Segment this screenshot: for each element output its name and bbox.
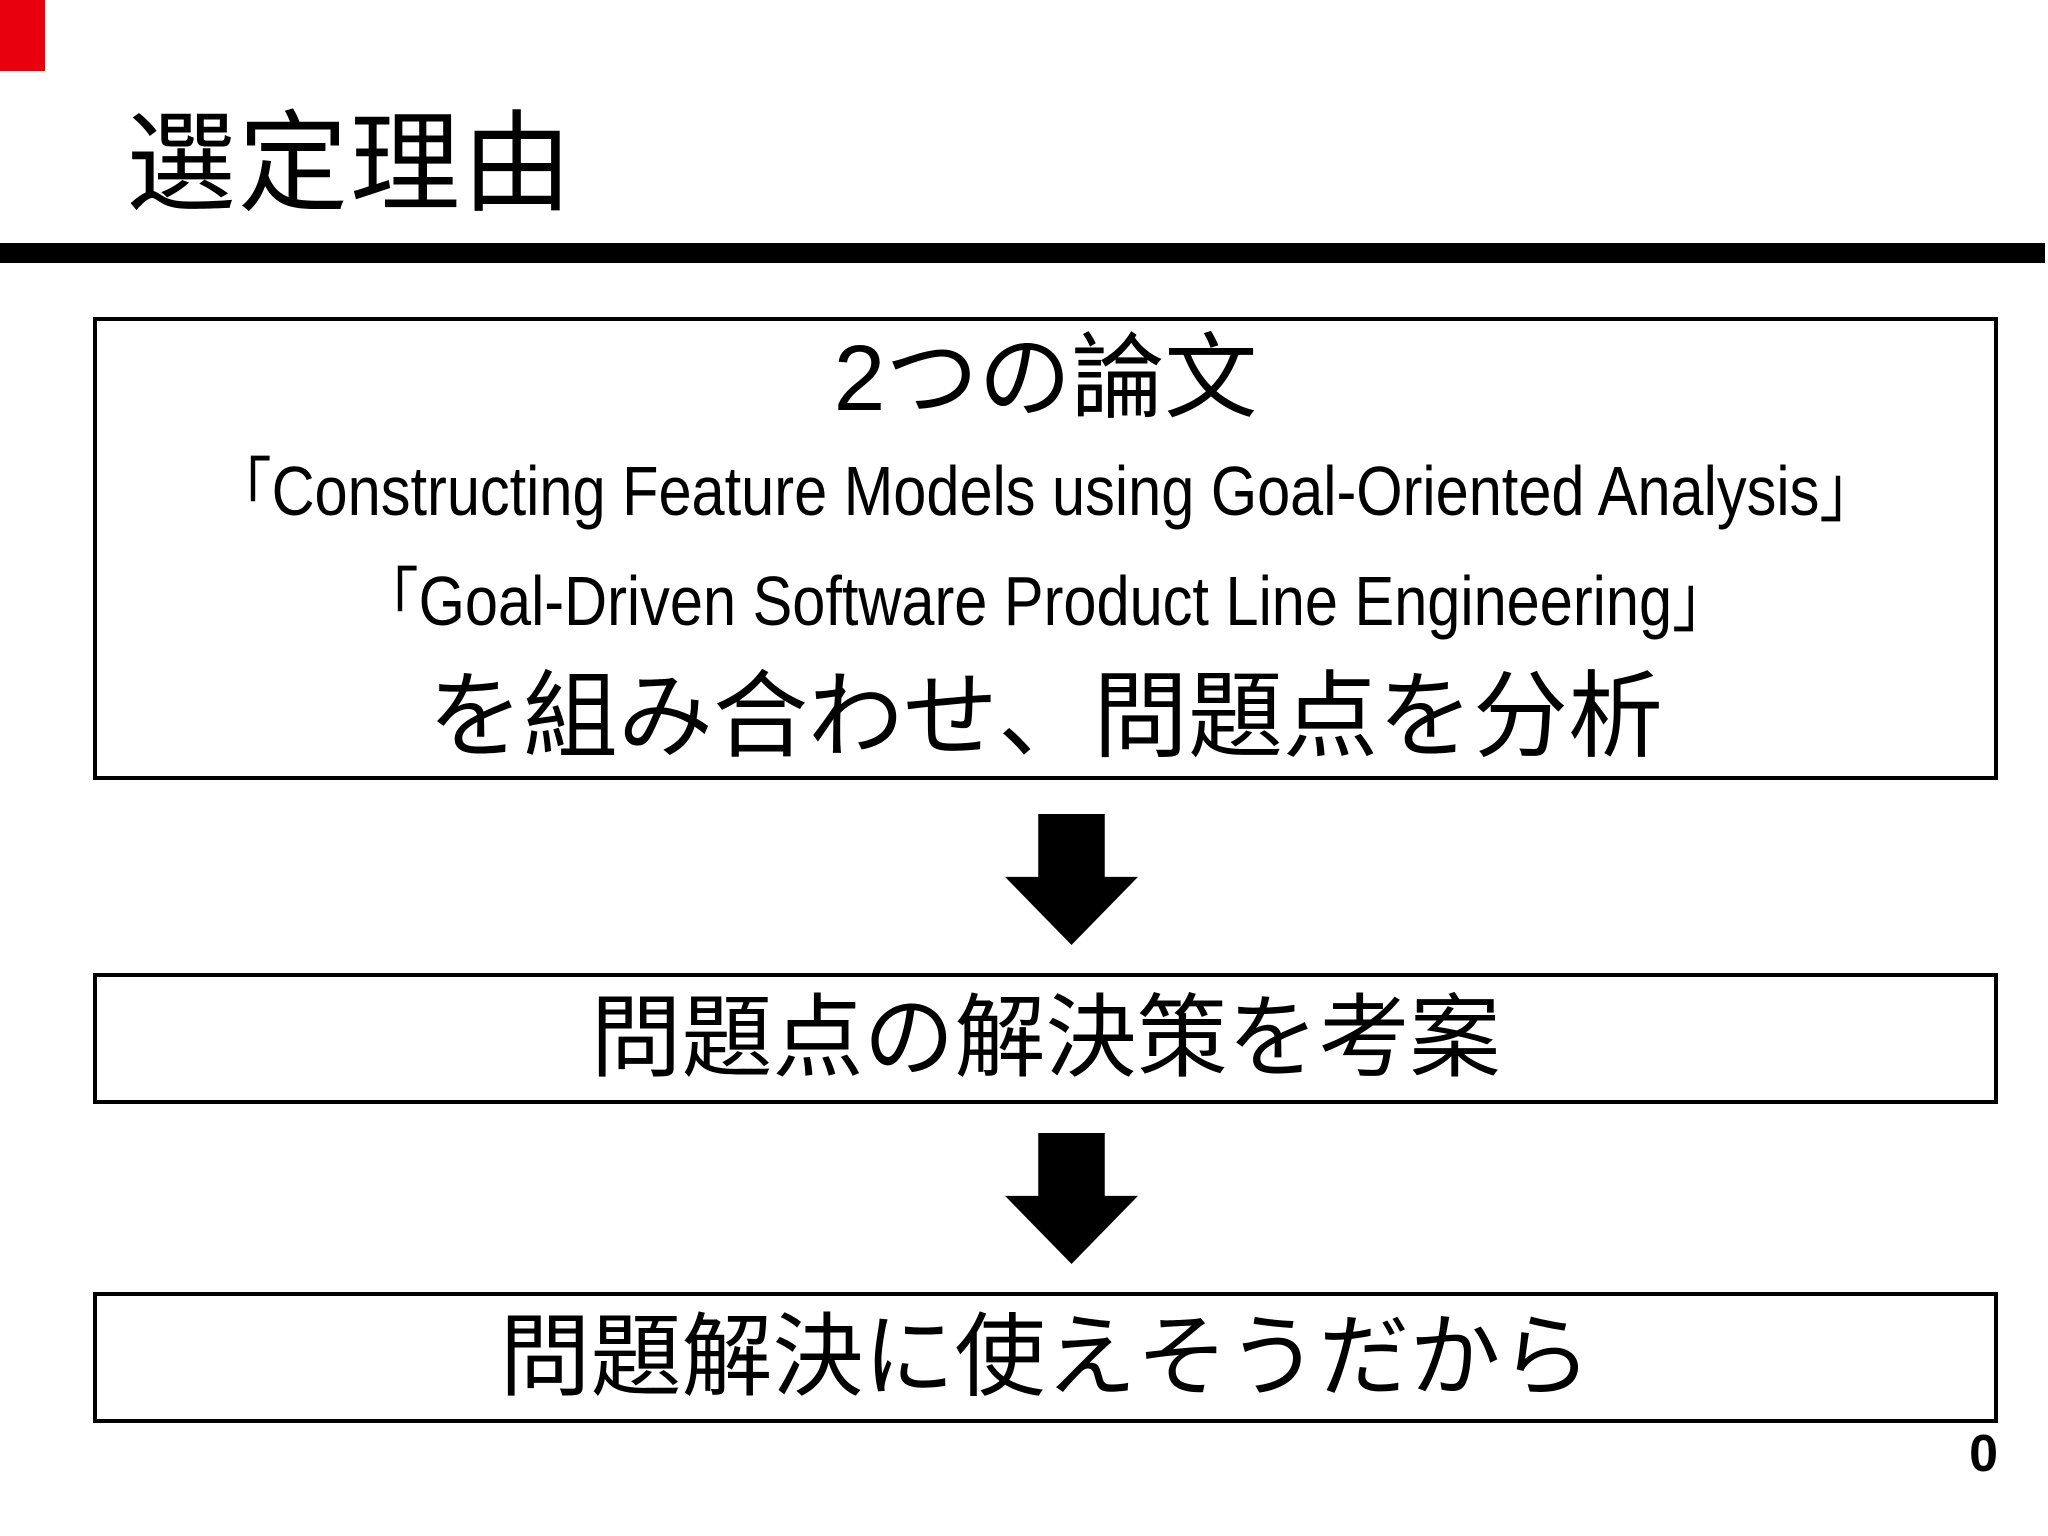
reason-box: 問題解決に使えそうだから [93,1292,1998,1423]
page-title: 選定理由 [126,103,574,226]
page-number: 0 [1969,1425,1998,1483]
solution-box-text: 問題点の解決策を考案 [590,988,1501,1089]
paper-title-1: 「Constructing Feature Models using Goal-… [212,451,1879,530]
papers-box-conclusion: を組み合わせ、問題点を分析 [427,663,1663,770]
down-arrow-icon [1005,814,1138,945]
reason-box-text: 問題解決に使えそうだから [499,1307,1592,1408]
solution-box: 問題点の解決策を考案 [93,973,1998,1104]
down-arrow-icon [1005,1133,1138,1264]
papers-box: 2つの論文 「Constructing Feature Models using… [93,317,1998,780]
papers-box-heading: 2つの論文 [833,325,1258,430]
title-underline-rule [0,243,2045,263]
red-corner-mark [0,0,45,71]
paper-title-2: 「Goal-Driven Software Product Line Engin… [359,561,1732,640]
